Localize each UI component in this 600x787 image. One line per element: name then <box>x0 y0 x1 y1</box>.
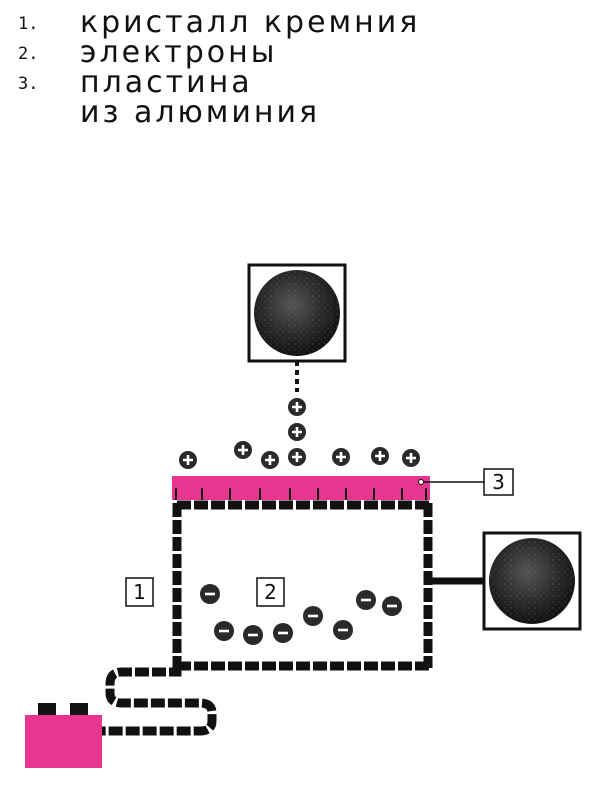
electrons <box>200 584 402 645</box>
callout-1-label: 1 <box>133 580 146 604</box>
electron <box>214 621 234 641</box>
legend-number: 2. <box>18 44 39 64</box>
callout-1: 1 <box>125 577 154 607</box>
positive-charge <box>261 451 279 469</box>
callout-3-label: 3 <box>492 470 505 494</box>
legend-text: электроны <box>80 35 278 70</box>
right-sphere-electrode <box>482 531 582 631</box>
callout-2: 2 <box>256 577 285 607</box>
ground-wire <box>100 666 217 736</box>
aluminum-plate <box>172 476 430 500</box>
legend-text: кристалл кремния <box>80 5 421 40</box>
callout-2-label: 2 <box>264 580 277 604</box>
legend-number: 3. <box>18 74 39 94</box>
positive-charge <box>402 449 420 467</box>
electron <box>333 620 353 640</box>
electron <box>200 584 220 604</box>
legend-text: пластина <box>80 65 253 100</box>
positive-charge <box>288 423 306 441</box>
power-source <box>25 703 102 768</box>
silicon-crystal-frame <box>172 500 433 671</box>
legend-text: из алюминия <box>80 95 321 130</box>
electron <box>273 623 293 643</box>
positive-charge <box>371 447 389 465</box>
legend-number: 1. <box>18 14 39 34</box>
electron <box>382 596 402 616</box>
electron <box>303 606 323 626</box>
positive-charge <box>288 448 306 466</box>
positive-charges <box>179 398 420 469</box>
top-sphere-electrode <box>247 263 347 363</box>
electron <box>356 590 376 610</box>
positive-charge <box>332 448 350 466</box>
positive-charge <box>288 398 306 416</box>
positive-charge <box>179 451 197 469</box>
callout-3: 3 <box>418 468 514 496</box>
electron <box>243 625 263 645</box>
positive-charge <box>234 441 252 459</box>
